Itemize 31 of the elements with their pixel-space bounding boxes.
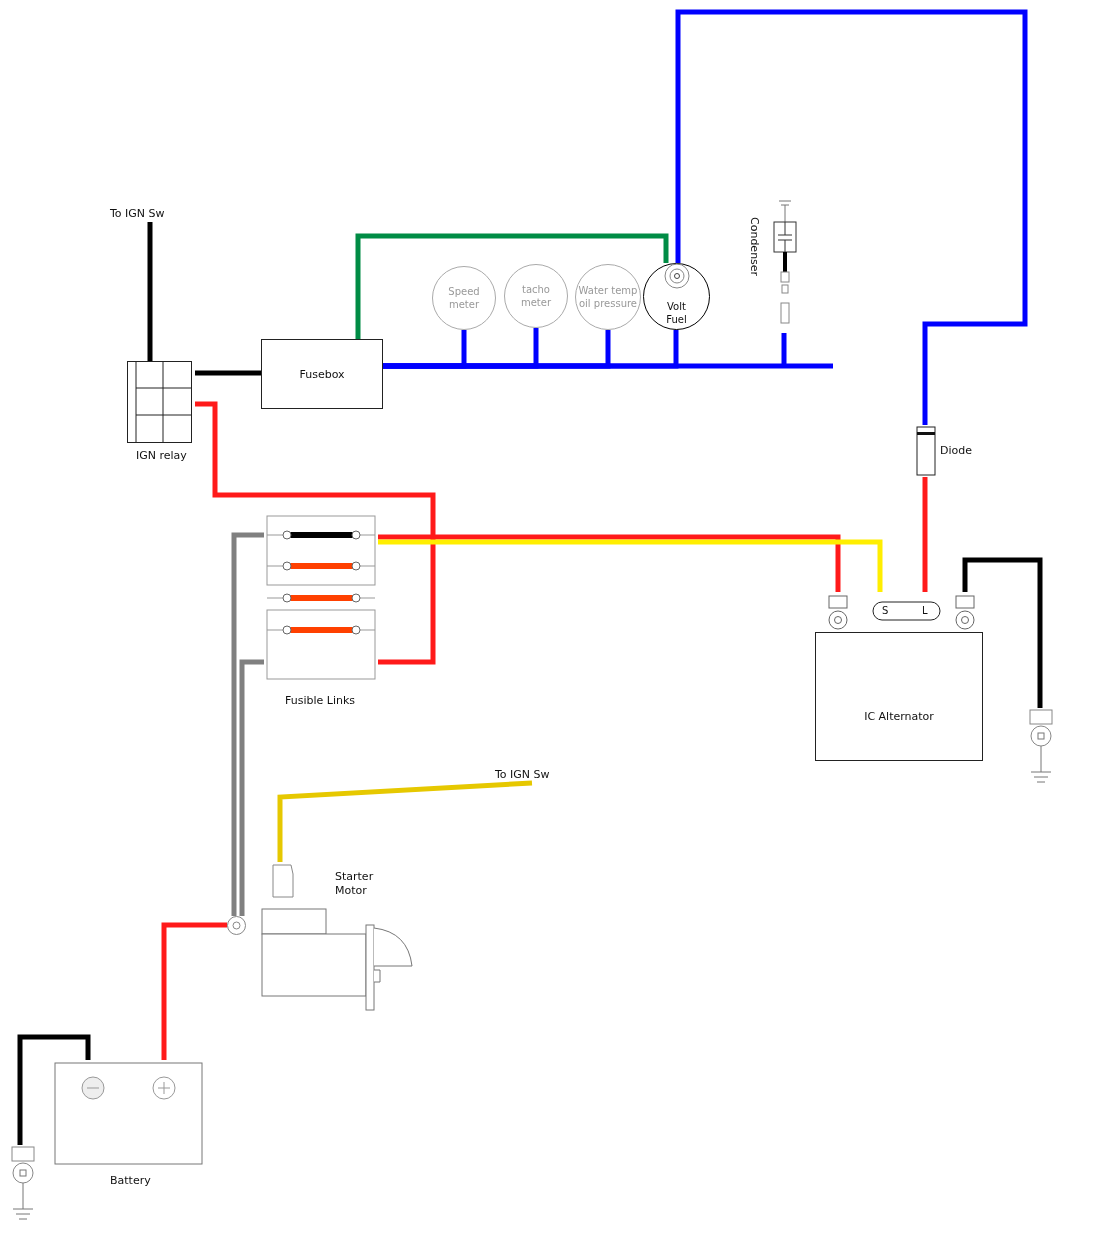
pin-label: S [882,605,889,617]
wire [378,539,883,592]
gauge: tacho meter [504,264,568,328]
wire [17,1034,91,1145]
wire [922,477,928,592]
fuse-box: Fusebox [261,339,383,409]
component-label: Condenser [748,217,760,277]
component-label: Diode [940,444,972,458]
gauge: Volt Fuel [643,263,710,330]
wire [383,333,836,369]
wire [239,659,264,916]
wire [378,534,841,592]
wire [355,233,669,339]
component-label: Fusible Links [285,694,356,708]
wire [147,222,153,361]
gauge: Speed meter [432,266,496,330]
wire [195,370,261,376]
wire-label: To IGN Sw [110,207,166,222]
gauge: Water temp oil pressure [575,264,641,330]
wire-label: To IGN Sw [495,768,551,783]
component-label: Battery [110,1174,151,1188]
wire [962,557,1043,708]
pin-label: L [922,605,928,617]
component-label: Starter Motor [335,870,375,898]
component-label: IGN relay [136,449,187,463]
wire [195,401,436,665]
wire [161,922,227,1060]
alternator: IC Alternator [815,632,983,761]
wire [675,9,1028,425]
wire [231,532,264,916]
wire [277,780,533,862]
